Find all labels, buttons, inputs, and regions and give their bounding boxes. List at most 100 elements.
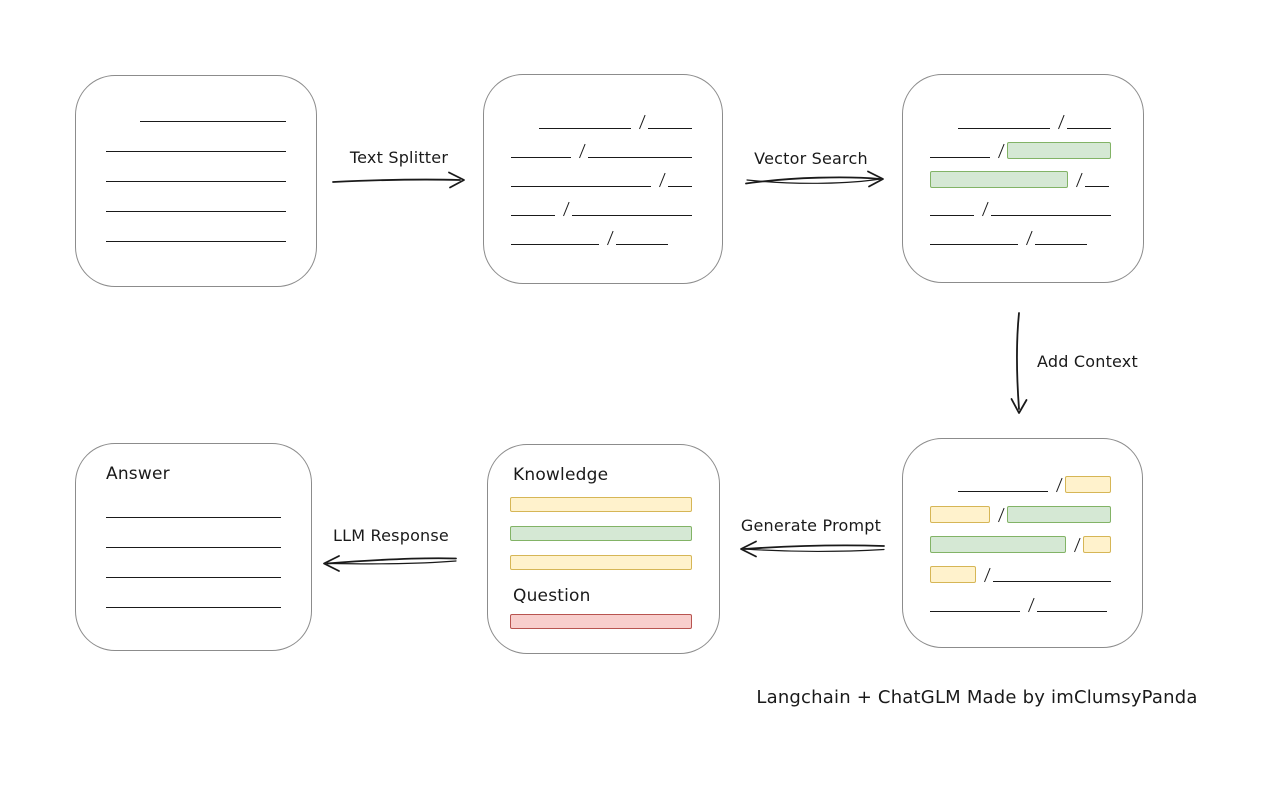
chunk-separator-slash	[659, 172, 666, 188]
text-row	[930, 552, 1112, 583]
green-highlight-chip	[930, 536, 1066, 553]
chunk-separator-slash	[563, 201, 570, 217]
text-row	[511, 216, 692, 246]
text-splitter-label: Text Splitter	[349, 148, 449, 167]
text-row	[930, 100, 1113, 130]
chunk-separator-slash	[607, 230, 614, 246]
prompt-box: Knowledge Question	[487, 444, 720, 654]
text-line	[511, 244, 599, 245]
add-context-arrow	[1010, 312, 1028, 414]
knowledge-heading: Knowledge	[513, 465, 609, 485]
text-line	[930, 157, 990, 158]
red-bar	[510, 614, 692, 629]
text-line	[106, 607, 281, 608]
chunk-separator-slash	[1028, 597, 1035, 613]
green-highlight-chip	[1007, 506, 1111, 523]
vector-search-result-box	[902, 74, 1144, 283]
text-line	[1067, 128, 1111, 129]
text-row	[511, 187, 692, 217]
text-row	[930, 522, 1112, 553]
generate-prompt-arrow	[740, 540, 885, 558]
llm-response-label: LLM Response	[333, 526, 449, 545]
text-row	[511, 129, 692, 159]
text-row	[106, 212, 286, 242]
text-line	[511, 215, 555, 216]
chunk-separator-slash	[1026, 230, 1033, 246]
text-row	[930, 216, 1113, 246]
chunk-separator-slash	[998, 507, 1005, 523]
text-line	[511, 157, 571, 158]
green-bar	[510, 526, 692, 541]
chunk-separator-slash	[1076, 172, 1083, 188]
yellow-highlight-chip	[1065, 476, 1111, 493]
chunk-separator-slash	[998, 143, 1005, 159]
text-row	[930, 462, 1112, 493]
add-context-label: Add Context	[1037, 352, 1138, 371]
text-line	[616, 244, 668, 245]
text-line	[106, 151, 286, 152]
text-row	[106, 152, 286, 182]
text-row	[106, 182, 286, 212]
green-highlight-chip	[1007, 142, 1111, 159]
document-box	[75, 75, 317, 287]
text-row	[106, 488, 281, 518]
text-line	[106, 517, 281, 518]
answer-heading: Answer	[106, 464, 170, 484]
text-row	[106, 518, 281, 548]
text-splitter-arrow	[332, 171, 465, 189]
text-line	[572, 215, 692, 216]
text-line	[991, 215, 1111, 216]
chunk-separator-slash	[1074, 537, 1081, 553]
chunk-separator-slash	[984, 567, 991, 583]
text-row	[106, 548, 281, 578]
text-row	[511, 100, 692, 130]
retrieved-chunk-lines	[903, 75, 1143, 246]
chunk-separator-slash	[579, 143, 586, 159]
question-bars	[510, 614, 693, 629]
vector-search-label: Vector Search	[754, 149, 868, 168]
context-chunk-lines	[903, 439, 1142, 613]
text-line	[106, 211, 286, 212]
text-line	[1085, 186, 1109, 187]
text-row	[930, 187, 1113, 217]
answer-box: Answer	[75, 443, 312, 651]
text-row	[930, 129, 1113, 159]
yellow-highlight-chip	[930, 566, 976, 583]
green-highlight-chip	[930, 171, 1068, 188]
split-chunks-box	[483, 74, 723, 284]
text-line	[930, 215, 974, 216]
text-line	[106, 181, 286, 182]
text-row	[930, 158, 1113, 188]
chunk-separator-slash	[982, 201, 989, 217]
text-line	[958, 491, 1048, 492]
text-row	[930, 492, 1112, 523]
context-chunks-box	[902, 438, 1143, 648]
text-line	[588, 157, 692, 158]
text-row	[106, 122, 286, 152]
yellow-highlight-chip	[930, 506, 990, 523]
text-line	[930, 611, 1020, 612]
text-row	[511, 158, 692, 188]
text-row	[106, 92, 286, 122]
text-line	[106, 577, 281, 578]
chunk-separator-slash	[1056, 477, 1063, 493]
text-line	[993, 581, 1111, 582]
question-heading: Question	[513, 586, 591, 606]
yellow-bar	[510, 555, 692, 570]
credit-caption: Langchain + ChatGLM Made by imClumsyPand…	[756, 687, 1198, 708]
yellow-highlight-chip	[1083, 536, 1111, 553]
text-line	[958, 128, 1050, 129]
text-line	[106, 241, 286, 242]
text-row	[106, 578, 281, 608]
document-lines	[76, 76, 316, 242]
text-line	[139, 121, 286, 122]
knowledge-bars	[510, 497, 693, 570]
text-line	[668, 186, 692, 187]
text-line	[930, 244, 1018, 245]
vector-search-arrow	[745, 170, 884, 188]
yellow-bar	[510, 497, 692, 512]
text-line	[648, 128, 692, 129]
text-line	[1037, 611, 1107, 612]
generate-prompt-label: Generate Prompt	[740, 516, 882, 535]
